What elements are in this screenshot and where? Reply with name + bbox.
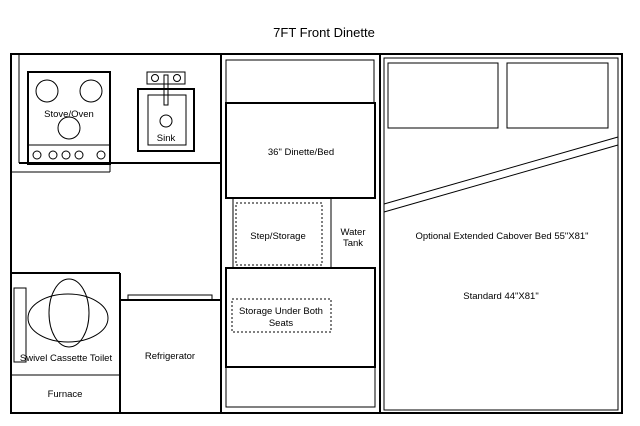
water-tank-label-line1: Water: [341, 227, 366, 238]
toilet-label: Swivel Cassette Toilet: [20, 353, 113, 364]
toilet-bowl-icon: [27, 293, 109, 343]
furnace-label: Furnace: [48, 389, 83, 400]
pillow-right: [506, 62, 609, 129]
pillow-left: [387, 62, 499, 129]
refrigerator-label: Refrigerator: [145, 351, 195, 362]
water-tank-label-line2: Tank: [343, 238, 363, 249]
refrigerator: Refrigerator: [119, 294, 222, 414]
burner-icon: [57, 116, 81, 140]
seat-storage: Storage Under Both Seats: [225, 267, 376, 408]
standard-bed-label: Standard 44"X81": [463, 291, 538, 302]
knob-icon: [48, 150, 58, 160]
furnace: Furnace: [11, 374, 120, 400]
toilet-tank: [13, 287, 27, 363]
sink: Sink: [137, 71, 195, 152]
bed-area: Optional Extended Cabover Bed 55"X81" St…: [383, 57, 619, 411]
step-storage-label: Step/Storage: [250, 231, 305, 242]
outer-wall: [10, 53, 623, 414]
burner-icon: [79, 79, 103, 103]
storage-label-line1: Storage Under Both: [239, 306, 323, 317]
drain-icon: [159, 114, 173, 128]
dinette-label: 36" Dinette/Bed: [268, 147, 334, 158]
knob-icon: [74, 150, 84, 160]
sink-label: Sink: [157, 133, 176, 144]
water-tank: Water Tank: [341, 227, 366, 249]
knob-icon: [96, 150, 106, 160]
storage-label-line2: Seats: [269, 318, 294, 329]
burner-icon: [35, 79, 59, 103]
faucet-icon: [146, 71, 186, 85]
cabover-bed-label: Optional Extended Cabover Bed 55"X81": [415, 231, 588, 242]
toilet: Swivel Cassette Toilet: [11, 272, 121, 413]
step-storage: Step/Storage: [232, 198, 332, 268]
dinette-bed: 36" Dinette/Bed: [225, 59, 376, 199]
knob-icon: [61, 150, 71, 160]
stove-label: Stove/Oven: [44, 109, 94, 120]
plan-title: 7FT Front Dinette: [273, 25, 375, 40]
knob-icon: [32, 150, 42, 160]
stove-oven: Stove/Oven: [27, 71, 111, 165]
